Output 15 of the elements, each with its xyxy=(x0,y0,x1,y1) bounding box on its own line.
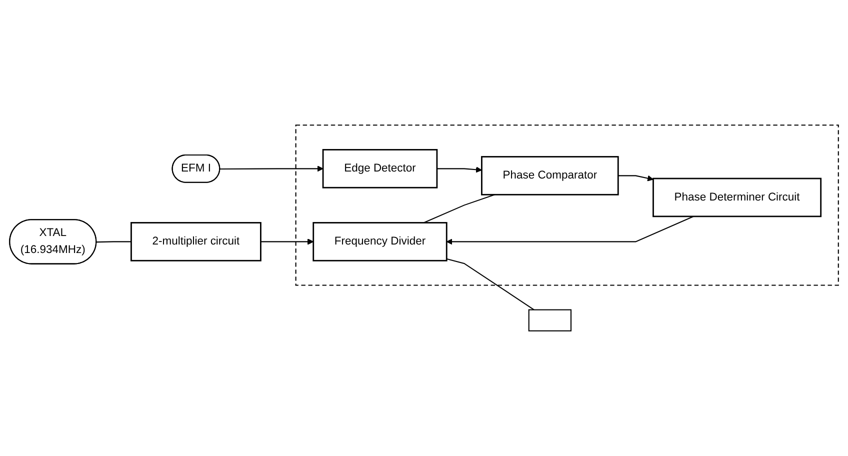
node-box: Edge Detector xyxy=(322,149,438,188)
node-box: Phase Comparator xyxy=(481,156,619,196)
arrow xyxy=(220,166,324,172)
arrow xyxy=(618,175,654,182)
cluster xyxy=(295,124,839,286)
arrow xyxy=(436,166,482,173)
connector xyxy=(446,258,534,310)
connector xyxy=(424,194,495,224)
arrow xyxy=(260,238,314,245)
node-box: Frequency Divider xyxy=(312,222,448,262)
node-box: Phase Determiner Circuit xyxy=(652,178,822,218)
node-box xyxy=(528,309,572,332)
node-box: 2-multiplier circuit xyxy=(130,222,262,262)
connector xyxy=(96,241,132,243)
arrow xyxy=(446,216,694,245)
